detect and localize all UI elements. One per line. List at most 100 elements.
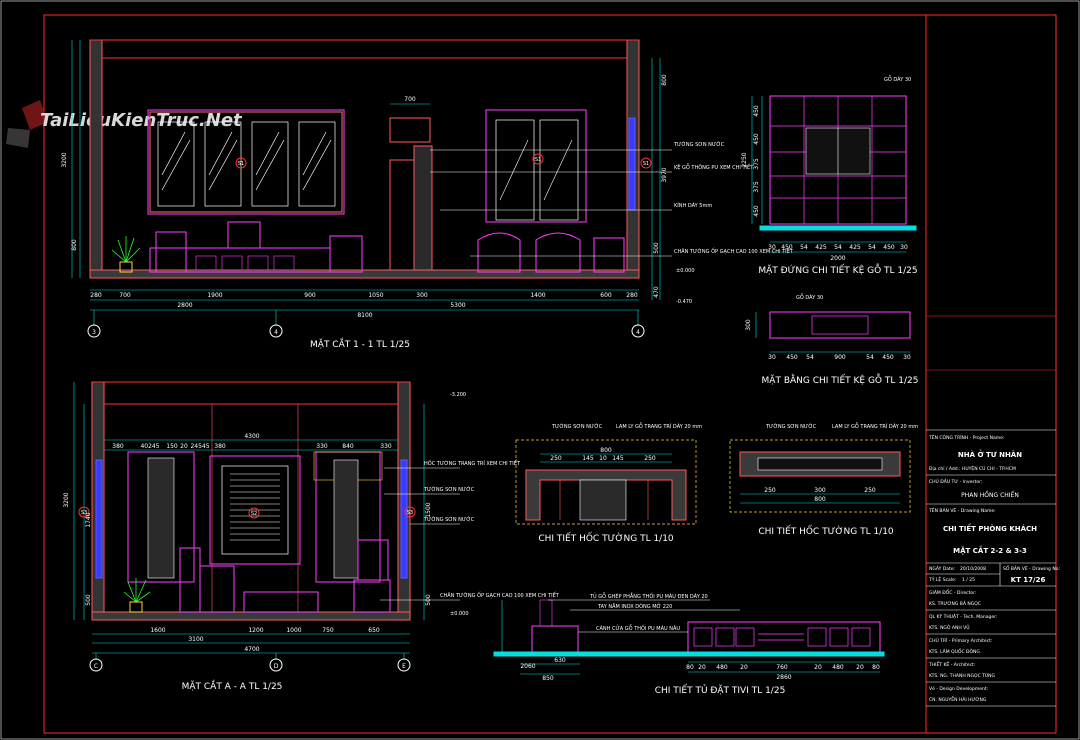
tb-drawing-label: TÊN BẢN VẼ - Drawing Name: xyxy=(928,506,996,514)
section-1-1 xyxy=(71,39,672,338)
tb-owner: PHAN HỒNG CHIẾN xyxy=(961,490,1019,499)
dim-r3: 470 xyxy=(653,286,660,298)
aa-t8: 330 xyxy=(380,443,392,450)
aa-t2: 150 xyxy=(166,443,178,450)
tv-r3: 20 xyxy=(740,664,748,671)
note-shelf: KỆ GỖ THÔNG PU XEM CHI TIẾT xyxy=(674,163,754,171)
grid-bubble-4: 4 xyxy=(274,329,278,336)
aa-total2: 4700 xyxy=(244,646,259,653)
dim-total1: 2800 xyxy=(177,302,192,309)
plant-icon-b xyxy=(123,578,151,603)
shelf-t1: 450 xyxy=(753,133,760,145)
shelf-b5: 425 xyxy=(849,244,861,251)
aa-l1: 1740 xyxy=(85,512,92,527)
tv-r5: 20 xyxy=(814,664,822,671)
plan-b4: 54 xyxy=(866,354,874,361)
dim-total2: 5300 xyxy=(450,302,465,309)
aa-b4: 650 xyxy=(368,627,380,634)
watermark-text: TaiLieuKienTruc.Net xyxy=(40,110,243,131)
plant-icon xyxy=(111,236,141,263)
dim-b2: 1900 xyxy=(207,292,222,299)
tb-tech: KTS. NGÔ ANH VŨ xyxy=(929,624,970,631)
dim-b8: 280 xyxy=(626,292,638,299)
plan-b6: 30 xyxy=(903,354,911,361)
niche-detail-a-text: TƯỜNG SƠN NƯỚC LAM LY GỖ TRANG TRÍ DÀY 2… xyxy=(538,422,702,544)
note-louvre: LAM LY GỖ TRANG TRÍ DÀY 20 mm xyxy=(616,422,702,430)
note-paint: TƯỜNG SƠN NƯỚC xyxy=(673,141,725,148)
note-paint-c: TƯỜNG SƠN NƯỚC xyxy=(423,516,475,523)
shelf-plan xyxy=(755,311,911,353)
dim-b7: 600 xyxy=(600,292,612,299)
tb-dev-label: Vẽ - Design Development: xyxy=(929,686,988,692)
nb-0: 250 xyxy=(764,487,776,494)
shelf-b0: 30 xyxy=(768,244,776,251)
tag-s1b: S1 xyxy=(535,157,541,163)
shelf-t3: 375 xyxy=(753,181,760,193)
shelf-b1: 450 xyxy=(781,244,793,251)
aa-b2: 1000 xyxy=(286,627,301,634)
title-niche-b: CHI TIẾT HỐC TƯỜNG TL 1/10 xyxy=(758,524,894,537)
tb-design-label: THIẾT KẾ - Architect: xyxy=(928,660,975,668)
note-door: CÁNH CỬA GỖ THỐI PU MÀU NÂU xyxy=(596,624,680,632)
shelf-b3: 425 xyxy=(815,244,827,251)
note-cabinet: TỦ GỖ GHÉP PHẲNG THỐI PU MÀU ĐEN DÀY 20 xyxy=(589,592,708,600)
section-a-a-text: C D E S3 S2 S3 MẶT CẮT A - A TL 1/25 430… xyxy=(63,392,560,692)
note-tile-b: CHÂN TƯỜNG ỐP GẠCH CAO 100 XEM CHI TIẾT xyxy=(440,591,560,599)
nb-1: 300 xyxy=(814,487,826,494)
tb-arch-label: CHỦ TRÌ - Primary Architect: xyxy=(929,636,992,644)
dim-top: 700 xyxy=(404,96,416,103)
tv-cabinet-text: TỦ GỖ GHÉP PHẲNG THỐI PU MÀU ĐEN DÀY 20 … xyxy=(520,592,880,696)
aa-total1: 3100 xyxy=(188,636,203,643)
tb-address: Địa chỉ / Add.: HUYỆN CỦ CHI - TP.HCM xyxy=(929,464,1016,472)
note-louvre-b: LAM LY GỖ TRANG TRÍ DÀY 20 mm xyxy=(832,422,918,430)
grid-bubble-3: 3 xyxy=(92,329,96,336)
title-block xyxy=(926,315,1056,707)
title-block-text: TÊN CÔNG TRÌNH - Project Name: NHÀ Ở TƯ … xyxy=(928,433,1060,703)
note-glass: KÍNH DÀY 5mm xyxy=(674,202,712,209)
note-niche-paint: TƯỜNG SƠN NƯỚC xyxy=(551,423,603,430)
section-a-a xyxy=(73,381,460,672)
note-handle: TAY NẮM INOX DÒNG MỞ 220 xyxy=(597,602,672,610)
tv-cabinet-detail xyxy=(493,599,885,675)
plan-left: 300 xyxy=(745,319,752,331)
shelf-total: 2000 xyxy=(830,255,845,262)
shelf-elevation xyxy=(751,95,917,253)
note-wood30b: GỖ DÀY 30 xyxy=(796,293,823,301)
note-wood30: GỖ DÀY 30 xyxy=(884,75,911,83)
watermark-logo: TaiLieuKienTruc.Net xyxy=(6,100,243,148)
tb-design: KTS. NG. THANH NGỌC TÙNG xyxy=(929,672,996,679)
tb-sheet: KT 17/26 xyxy=(1011,576,1046,584)
aa-t5: 380 xyxy=(214,443,226,450)
aa-level-0: -3.200 xyxy=(450,392,466,398)
grid-bubble-c: C xyxy=(94,663,98,670)
tv-l2: 2060 xyxy=(520,663,535,670)
tb-drawing1: CHI TIẾT PHÒNG KHÁCH xyxy=(943,523,1037,533)
shelf-t2: 375 xyxy=(753,158,760,170)
tb-date: 20/10/2008 xyxy=(960,566,986,572)
note-tile: CHÂN TƯỜNG ỐP GẠCH CAO 100 XEM CHI TIẾT xyxy=(674,247,794,255)
tag-s3: S3 xyxy=(81,510,87,516)
note-niche-paint-b: TƯỜNG SƠN NƯỚC xyxy=(765,423,817,430)
dim-total3: 8100 xyxy=(357,312,372,319)
dim-b0: 280 xyxy=(90,292,102,299)
aa-r1: 500 xyxy=(425,594,432,606)
aa-top-total: 4300 xyxy=(244,433,259,440)
dim-r0: 800 xyxy=(661,74,668,86)
plan-b1: 450 xyxy=(786,354,798,361)
shelf-b4: 54 xyxy=(834,244,842,251)
level-1: -0.470 xyxy=(676,299,692,305)
grid-bubble-4b: 4 xyxy=(636,329,640,336)
plan-b2: 54 xyxy=(806,354,814,361)
tb-project: NHÀ Ở TƯ NHÂN xyxy=(958,449,1022,459)
shelf-left: 2250 xyxy=(741,152,748,167)
na-0: 250 xyxy=(550,455,562,462)
na-total: 800 xyxy=(600,447,612,454)
grid-bubble-d: D xyxy=(274,663,279,670)
aa-t0: 380 xyxy=(112,443,124,450)
tb-scale-label: TỶ LỆ Scale: xyxy=(928,575,956,583)
aa-r0: 1500 xyxy=(425,502,432,517)
na-3: 145 xyxy=(612,455,624,462)
level-0: ±0.000 xyxy=(676,268,695,274)
title-shelf-elev: MẶT ĐỨNG CHI TIẾT KỆ GỖ TL 1/25 xyxy=(758,263,917,276)
